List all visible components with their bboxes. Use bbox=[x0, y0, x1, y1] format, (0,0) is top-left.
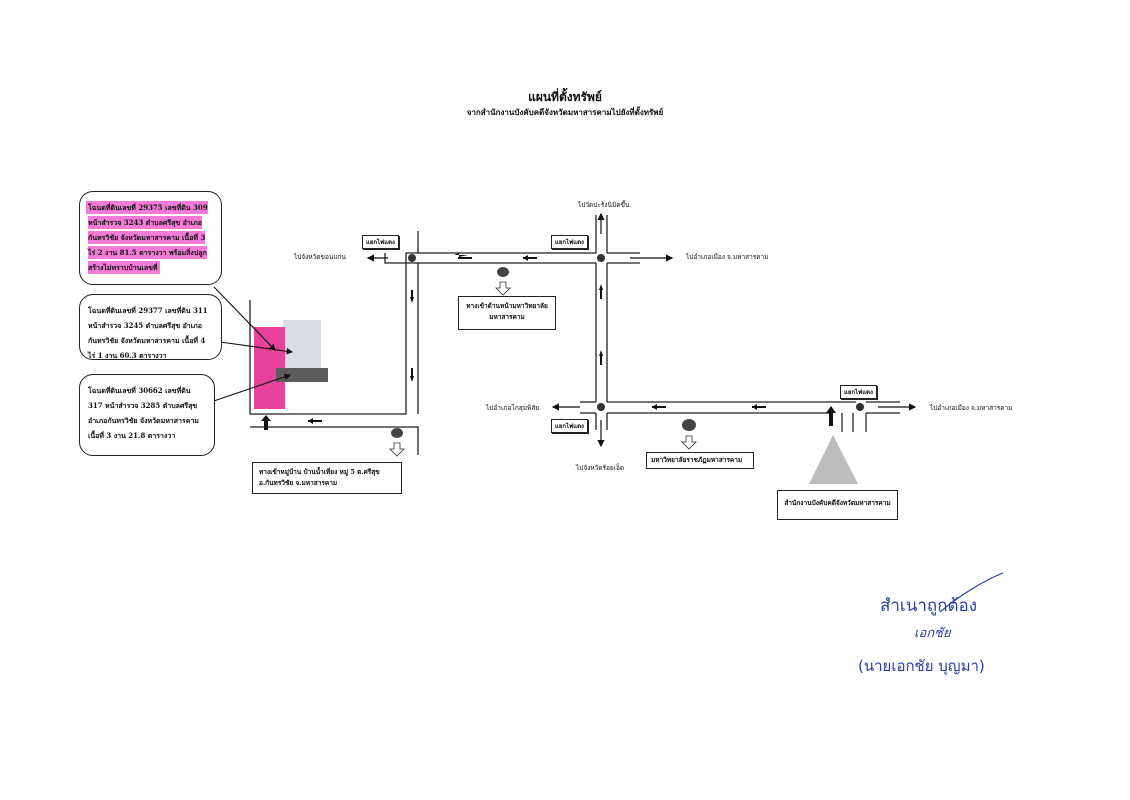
landmark-dot-village bbox=[391, 428, 403, 438]
callout-parcel-3-text: โฉนดที่ดินเลขที่ 30662 เลขที่ดิน 317 หน้… bbox=[88, 386, 199, 440]
signer-name: (นายเอกชัย บุญมา) bbox=[858, 657, 985, 675]
landmark-office: สำนักงานบังคับคดีจังหวัดมหาสารคาม bbox=[777, 490, 898, 520]
signature: เอกชัย bbox=[914, 626, 951, 641]
intersection-dots bbox=[408, 254, 864, 411]
callout-parcel-1-text: โฉนดที่ดินเลขที่ 29375 เลขที่ดิน 309 หน้… bbox=[88, 203, 208, 272]
direction-arrows bbox=[366, 212, 917, 448]
landmark-village-entrance: ทางเข้าหมู่บ้าน บ้านน้ำเที่ยง หมู่ 5 ต.ศ… bbox=[252, 462, 402, 494]
signal-label-1: แยกไฟแดง bbox=[362, 235, 399, 249]
road-main-top bbox=[418, 215, 900, 432]
callout-parcel-2-text: โฉนดที่ดินเลขที่ 29377 เลขที่ดิน 311 หน้… bbox=[88, 306, 208, 360]
page-subtitle: จากสำนักงานบังคับคดีจังหวัดมหาสารคามไปยั… bbox=[466, 107, 664, 117]
landmark-rajabhat-text: มหาวิทยาลัยราชภัฏมหาสารคาม bbox=[651, 456, 743, 464]
landmark-university-entrance-text: ทางเข้าด้านหน้ามหาวิทยาลัยมหาสารคาม bbox=[466, 302, 548, 321]
direction-wat-prachanimit: ไปวัดปะรังนิมิตขึ้น bbox=[578, 201, 630, 209]
hollow-arrows bbox=[389, 281, 697, 457]
parcel-dark bbox=[276, 368, 328, 382]
landmark-office-text: สำนักงานบังคับคดีจังหวัดมหาสารคาม bbox=[784, 499, 891, 507]
flow-arrows bbox=[261, 253, 836, 430]
leader-lines bbox=[204, 286, 294, 405]
signature-flourish bbox=[939, 572, 1004, 613]
office-triangle bbox=[809, 435, 858, 484]
signal-label-3: แยกไฟแดง bbox=[551, 419, 588, 433]
parcel-gray bbox=[283, 320, 321, 370]
direction-kosum: ไปอำเภอโกสุมพิสัย bbox=[486, 404, 540, 412]
signal-label-4: แยกไฟแดง bbox=[840, 385, 877, 399]
callout-parcel-1: โฉนดที่ดินเลขที่ 29375 เลขที่ดิน 309 หน้… bbox=[79, 191, 222, 285]
landmark-rajabhat: มหาวิทยาลัยราชภัฏมหาสารคาม bbox=[646, 452, 754, 469]
page-title: แผนที่ตั้งทรัพย์ bbox=[528, 90, 602, 104]
landmark-dot-rajabhat bbox=[682, 419, 696, 431]
signal-label-2: แยกไฟแดง bbox=[551, 235, 588, 249]
callout-parcel-2: โฉนดที่ดินเลขที่ 29377 เลขที่ดิน 311 หน้… bbox=[79, 294, 222, 360]
certified-copy-text: สำเนาถูกต้อง bbox=[880, 596, 978, 616]
landmark-dot-university bbox=[497, 267, 509, 277]
landmark-university-entrance: ทางเข้าด้านหน้ามหาวิทยาลัยมหาสารคาม bbox=[458, 296, 556, 330]
callout-parcel-3: โฉนดที่ดินเลขที่ 30662 เลขที่ดิน 317 หน้… bbox=[79, 374, 215, 456]
direction-mueang-2: ไปอำเภอเมือง จ.มหาสารคาม bbox=[930, 404, 1013, 412]
landmark-village-entrance-text: ทางเข้าหมู่บ้าน บ้านน้ำเที่ยง หมู่ 5 ต.ศ… bbox=[259, 468, 380, 487]
direction-roi-et: ไปจังหวัดร้อยเอ็ด bbox=[576, 464, 625, 472]
direction-khon-kaen: ไปจังหวัดขอนแก่น bbox=[294, 253, 346, 261]
direction-mueang-1: ไปอำเภอเมือง จ.มหาสารคาม bbox=[686, 253, 769, 261]
